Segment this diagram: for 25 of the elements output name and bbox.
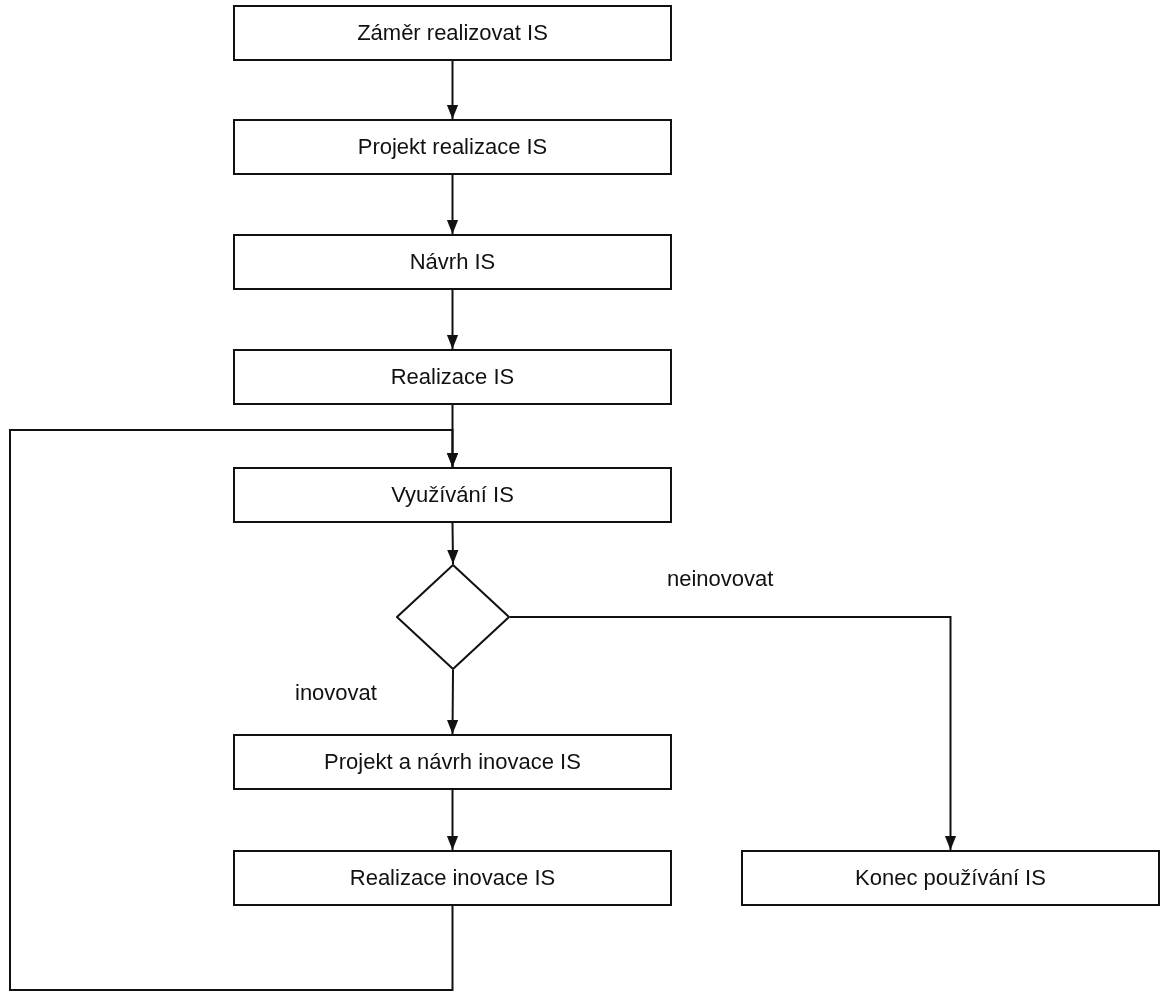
- arrow: [446, 60, 459, 120]
- process-box: [233, 734, 672, 790]
- arrow: [9, 429, 459, 991]
- arrow: [446, 174, 459, 235]
- process-box: [233, 850, 672, 906]
- process-box: [233, 5, 672, 61]
- box-label: Záměr realizovat IS: [357, 20, 548, 46]
- box-label: Konec používání IS: [855, 865, 1046, 891]
- box-label: Návrh IS: [409, 249, 496, 275]
- decision-diamond: [396, 564, 510, 670]
- arrow: [447, 669, 459, 735]
- process-box: [233, 349, 672, 405]
- arrow: [509, 616, 957, 851]
- arrow: [446, 789, 459, 851]
- box-label: Realizace inovace IS: [349, 865, 556, 891]
- box-label: Projekt a návrh inovace IS: [324, 749, 581, 775]
- process-box: [233, 234, 672, 290]
- box-label: Projekt realizace IS: [357, 134, 548, 160]
- box-label: Realizace IS: [390, 364, 515, 390]
- process-box: [741, 850, 1160, 906]
- arrow: [446, 289, 459, 350]
- arrow: [447, 522, 459, 565]
- process-box: [233, 119, 672, 175]
- box-label: Využívání IS: [391, 482, 514, 508]
- process-box: [233, 467, 672, 523]
